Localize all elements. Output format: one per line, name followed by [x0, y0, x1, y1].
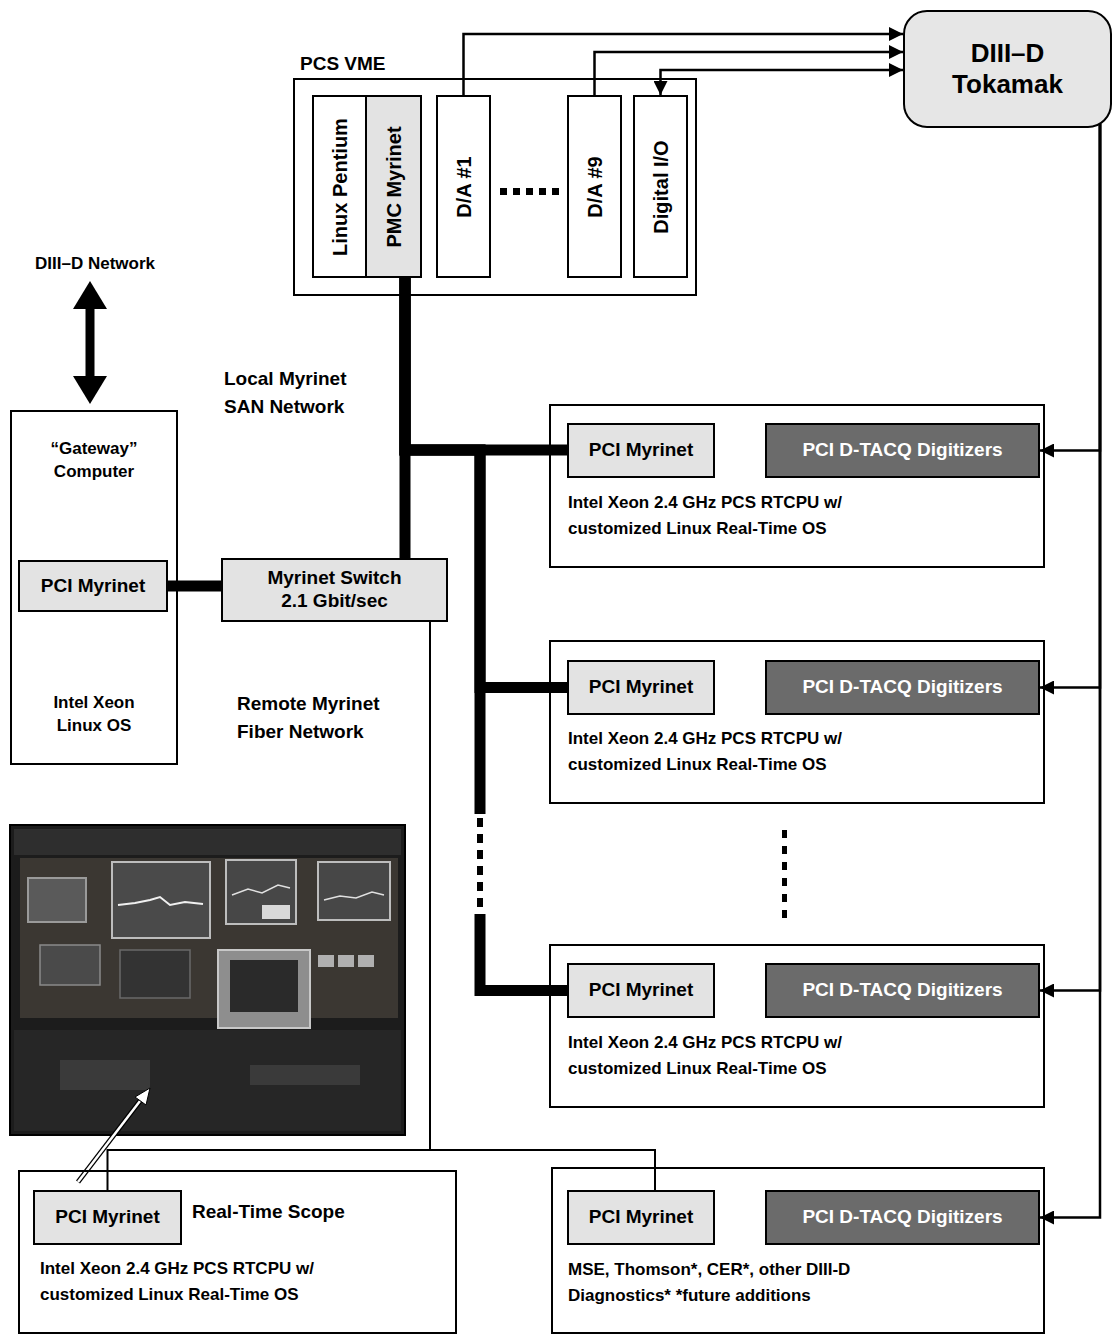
digitizer-card: PCI D-TACQ Digitizers	[765, 423, 1040, 478]
network-card: PCI Myrinet	[33, 1190, 182, 1245]
control-room-photo	[10, 825, 405, 1135]
box-text: Intel Xeon 2.4 GHz PCS RTCPU w/ customiz…	[568, 1030, 898, 1081]
rtcpu-computer: Intel Xeon 2.4 GHz PCS RTCPU w/ customiz…	[549, 404, 1045, 568]
network-card: PCI Myrinet	[567, 963, 715, 1018]
box-text: PCI Myrinet	[41, 575, 146, 598]
box-text: Intel Xeon Linux OS	[42, 692, 146, 738]
network-card: PCI Myrinet	[567, 660, 715, 715]
box-text: PCI D-TACQ Digitizers	[802, 1206, 1002, 1229]
box-text: PCI Myrinet	[589, 979, 694, 1002]
box-text: PCI Myrinet	[589, 676, 694, 699]
tokamak-box: DIII–D Tokamak	[903, 10, 1112, 128]
signal-wire	[1040, 124, 1100, 451]
box-text: PCI Myrinet	[589, 1206, 694, 1229]
dac-card: D/A #1	[436, 95, 491, 278]
network-label: Remote Myrinet Fiber Network	[237, 690, 402, 745]
network-label: DIII–D Network	[20, 252, 170, 277]
box-text: Intel Xeon 2.4 GHz PCS RTCPU w/ customiz…	[40, 1256, 370, 1307]
rtcpu-computer: Intel Xeon 2.4 GHz PCS RTCPU w/ customiz…	[549, 944, 1045, 1108]
box-text: Digital I/O	[649, 140, 673, 233]
network-double-arrow	[73, 281, 107, 404]
scope-computer: Real-Time ScopeIntel Xeon 2.4 GHz PCS RT…	[18, 1170, 457, 1334]
io-card: Digital I/O	[633, 95, 688, 278]
digitizer-card: PCI D-TACQ Digitizers	[765, 660, 1040, 715]
box-text: MSE, Thomson*, CER*, other DIII-D Diagno…	[568, 1257, 913, 1308]
cpu-card: Linux Pentium	[312, 95, 367, 278]
ellipsis-dots	[500, 188, 559, 195]
bus-gap	[472, 814, 488, 914]
signal-wire	[464, 34, 904, 95]
digitizer-card: PCI D-TACQ Digitizers	[765, 963, 1040, 1018]
ellipsis-dots	[782, 830, 787, 918]
rtcpu-computer: Intel Xeon 2.4 GHz PCS RTCPU w/ customiz…	[549, 640, 1045, 804]
network-switch: Myrinet Switch 2.1 Gbit/sec	[221, 558, 448, 622]
network-card: PCI Myrinet	[567, 1190, 715, 1245]
network-card: PCI Myrinet	[567, 423, 715, 478]
box-text: “Gateway” Computer	[36, 438, 152, 484]
box-text: Intel Xeon 2.4 GHz PCS RTCPU w/ customiz…	[568, 490, 898, 541]
box-text: D/A #1	[452, 156, 476, 218]
box-text: D/A #9	[583, 156, 607, 218]
box-text: DIII–D Tokamak	[938, 38, 1078, 100]
box-text: PCI D-TACQ Digitizers	[802, 979, 1002, 1002]
box-text: PCI D-TACQ Digitizers	[802, 676, 1002, 699]
signal-wire	[1040, 124, 1100, 688]
box-text: PCI D-TACQ Digitizers	[802, 439, 1002, 462]
box-text: Myrinet Switch 2.1 Gbit/sec	[260, 567, 410, 613]
box-text: Real-Time Scope	[192, 1198, 432, 1227]
network-card: PMC Myrinet	[365, 95, 422, 278]
box-text: PCI Myrinet	[55, 1206, 160, 1229]
box-text: PCI Myrinet	[589, 439, 694, 462]
digitizer-card: PCI D-TACQ Digitizers	[765, 1190, 1040, 1245]
dac-card: D/A #9	[567, 95, 622, 278]
vme-crate: PCS VMELinux PentiumPMC MyrinetD/A #1D/A…	[293, 78, 697, 296]
network-label: Local Myrinet SAN Network	[224, 365, 369, 420]
box-text: Intel Xeon 2.4 GHz PCS RTCPU w/ customiz…	[568, 726, 898, 777]
signal-wire	[595, 52, 904, 95]
gateway-computer: “Gateway” ComputerIntel Xeon Linux OS PCI…	[10, 410, 178, 765]
signal-wire	[1040, 124, 1100, 1218]
myrinet-link	[168, 581, 221, 592]
box-heading: PCS VME	[300, 50, 386, 79]
diagnostics-computer: MSE, Thomson*, CER*, other DIII-D Diagno…	[551, 1167, 1045, 1334]
signal-wire	[1040, 124, 1100, 991]
network-card: PCI Myrinet	[18, 560, 168, 612]
box-text: Linux Pentium	[328, 118, 352, 256]
pointer-arrow	[78, 1088, 150, 1182]
myrinet-link	[405, 278, 567, 450]
box-text: PMC Myrinet	[382, 126, 406, 247]
